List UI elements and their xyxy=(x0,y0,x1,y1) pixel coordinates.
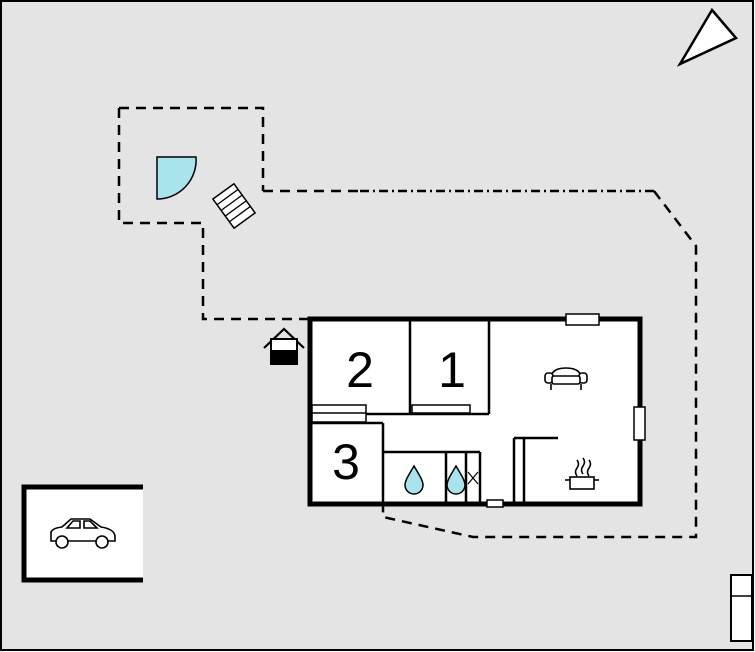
toilet-mark xyxy=(467,471,479,485)
room-number-3: 3 xyxy=(332,434,360,490)
window-icon xyxy=(486,499,504,508)
room-number-2: 2 xyxy=(346,342,374,398)
car-icon xyxy=(50,518,116,549)
north-arrow-icon xyxy=(676,7,739,67)
room-number-1: 1 xyxy=(438,342,466,398)
window-icon xyxy=(565,313,600,326)
window-icon xyxy=(633,406,646,441)
bedroom-1-door xyxy=(411,404,471,414)
entrance-house-icon xyxy=(263,327,305,365)
terrace-steps-icon xyxy=(211,182,257,230)
fence-lines xyxy=(117,106,698,539)
pool-icon xyxy=(156,156,197,200)
interior-walls xyxy=(312,319,558,502)
gate-icon xyxy=(730,574,753,642)
shower-icon xyxy=(446,464,466,495)
sofa-icon xyxy=(544,367,588,390)
shower-icon xyxy=(404,464,424,495)
stove-icon xyxy=(565,457,599,490)
